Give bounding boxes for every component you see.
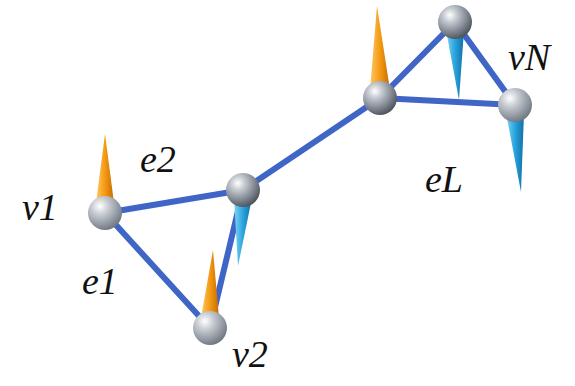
vertex-sphere bbox=[438, 5, 472, 39]
bond-line bbox=[105, 190, 243, 213]
vertex-label: vN bbox=[508, 38, 550, 76]
spin-cones bbox=[96, 6, 524, 321]
bond-line bbox=[116, 226, 198, 316]
bond-line bbox=[243, 98, 380, 190]
vertex-sphere: vN bbox=[498, 88, 532, 122]
edge-label: e2 bbox=[140, 140, 176, 178]
bond-lines bbox=[105, 22, 515, 328]
spin-up-cone bbox=[370, 6, 390, 93]
vertex-sphere: v1 bbox=[88, 196, 122, 230]
bond-line bbox=[380, 98, 515, 105]
edge-label: e1 bbox=[82, 262, 118, 300]
vertex-sphere: v2 bbox=[193, 311, 227, 345]
edge-label: eL bbox=[425, 160, 463, 198]
vertex-sphere bbox=[363, 81, 397, 115]
plain-spheres bbox=[226, 5, 472, 207]
vertex-label: v1 bbox=[22, 188, 58, 226]
vertex-sphere bbox=[226, 173, 260, 207]
spin-down-cone bbox=[506, 110, 524, 192]
vertex-label: v2 bbox=[232, 335, 268, 373]
